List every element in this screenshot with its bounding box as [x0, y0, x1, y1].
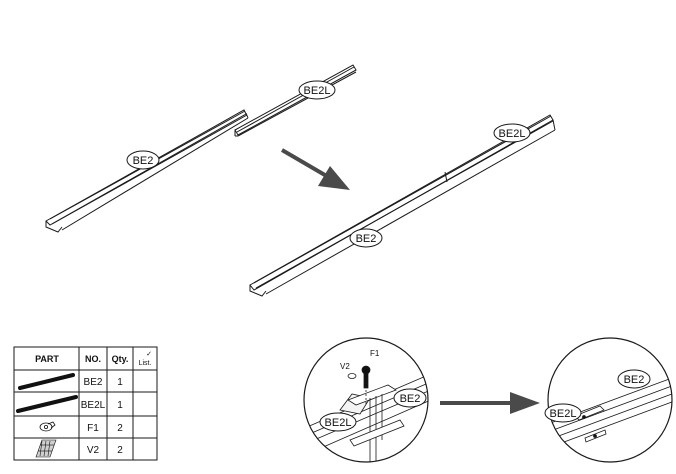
table-cell-no: BE2 — [84, 377, 103, 388]
rail-be2-separate — [45, 109, 249, 233]
oval-label-be2-top-right: BE2 — [349, 228, 383, 248]
oval-label-be2l-top-left: BE2L — [298, 80, 336, 100]
table-cell-qty: 2 — [117, 445, 123, 456]
callout-v2: V2 — [340, 362, 350, 371]
check-mark-icon: ✓ — [146, 351, 152, 358]
svg-text:BE2: BE2 — [400, 393, 421, 405]
svg-text:BE2: BE2 — [624, 374, 645, 386]
table-cell-no: F1 — [87, 423, 99, 434]
oval-label-be2l-top-right: BE2L — [493, 123, 531, 143]
callout-f1: F1 — [370, 349, 380, 358]
oval-label-be2l-detail-right: BE2L — [544, 403, 582, 423]
table-cell-qty: 2 — [117, 423, 123, 434]
nut-icon — [39, 421, 56, 432]
rail-joined — [249, 114, 556, 297]
table-header-no: NO. — [85, 354, 101, 364]
long-rail-icon — [18, 373, 75, 390]
table-header-list: List. — [139, 360, 152, 367]
table-header-part: PART — [35, 354, 59, 364]
svg-text:BE2: BE2 — [356, 233, 377, 245]
svg-text:BE2L: BE2L — [304, 85, 331, 97]
parts-table — [13, 346, 158, 461]
table-cell-qty: 1 — [117, 400, 123, 411]
svg-text:BE2L: BE2L — [499, 128, 526, 140]
arrow-top — [280, 148, 350, 190]
svg-text:BE2: BE2 — [133, 155, 154, 167]
long-rail-icon — [16, 395, 78, 413]
detail-circle-right — [547, 337, 673, 463]
svg-text:BE2L: BE2L — [325, 417, 352, 429]
rail-be2l-separate — [234, 64, 357, 137]
arrow-bottom — [440, 392, 540, 414]
screw-icon — [35, 439, 57, 458]
table-cell-no: BE2L — [81, 400, 106, 411]
table-cell-qty: 1 — [117, 377, 123, 388]
oval-label-be2-top-left: BE2 — [126, 150, 160, 170]
oval-label-be2l-detail-left: BE2L — [319, 412, 357, 432]
oval-label-be2-detail-right: BE2 — [617, 369, 651, 389]
oval-label-be2-detail-left: BE2 — [393, 388, 427, 408]
table-cell-no: V2 — [87, 445, 100, 456]
table-header-qty: Qty. — [112, 354, 129, 364]
svg-text:BE2L: BE2L — [550, 408, 577, 420]
